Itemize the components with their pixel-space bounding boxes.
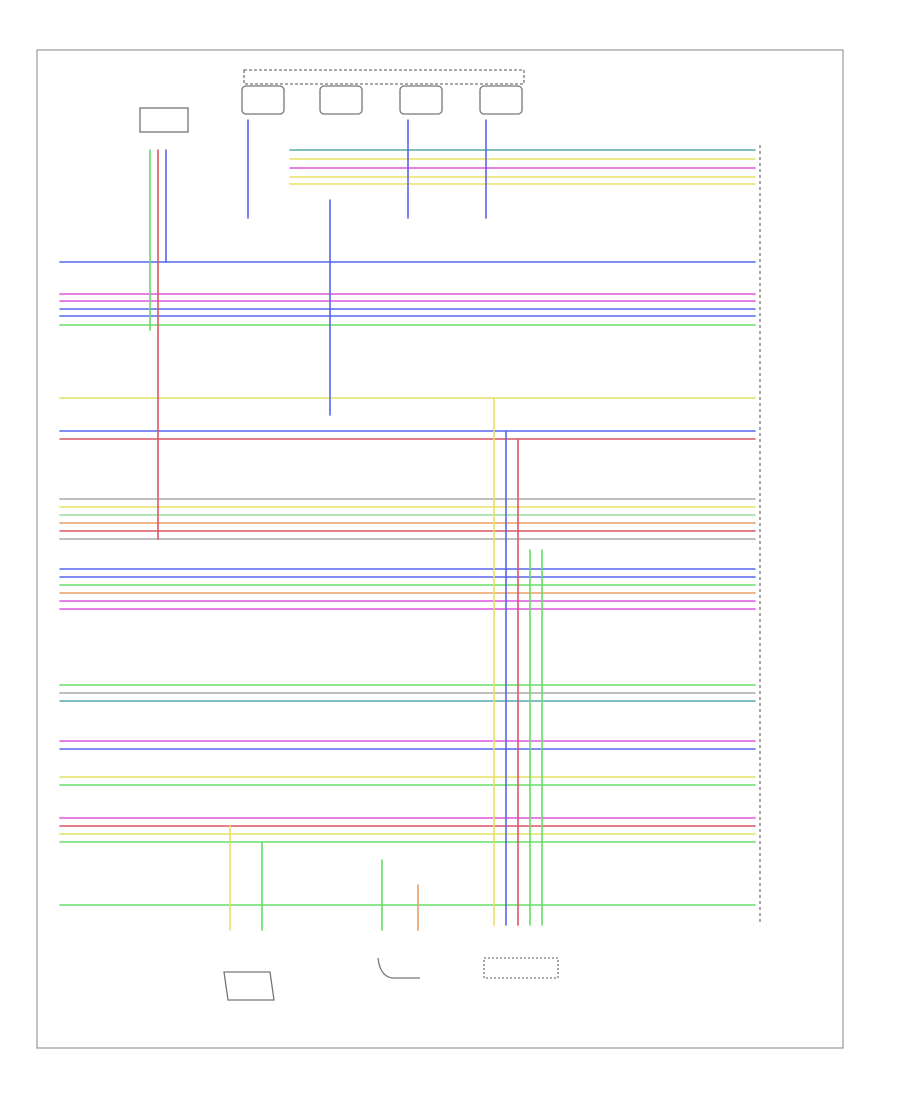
top-left-connector — [139, 107, 189, 133]
sensor-3 — [399, 85, 443, 115]
bottom-middle-component — [377, 957, 420, 979]
bottom-left-component — [223, 971, 275, 1001]
sensor-2 — [319, 85, 363, 115]
sensor-4 — [479, 85, 523, 115]
sensor-1 — [241, 85, 285, 115]
diagram-frame — [36, 49, 844, 1049]
bottom-right-component — [483, 957, 559, 979]
wire-harness — [59, 119, 756, 931]
top-module-group — [241, 69, 525, 115]
